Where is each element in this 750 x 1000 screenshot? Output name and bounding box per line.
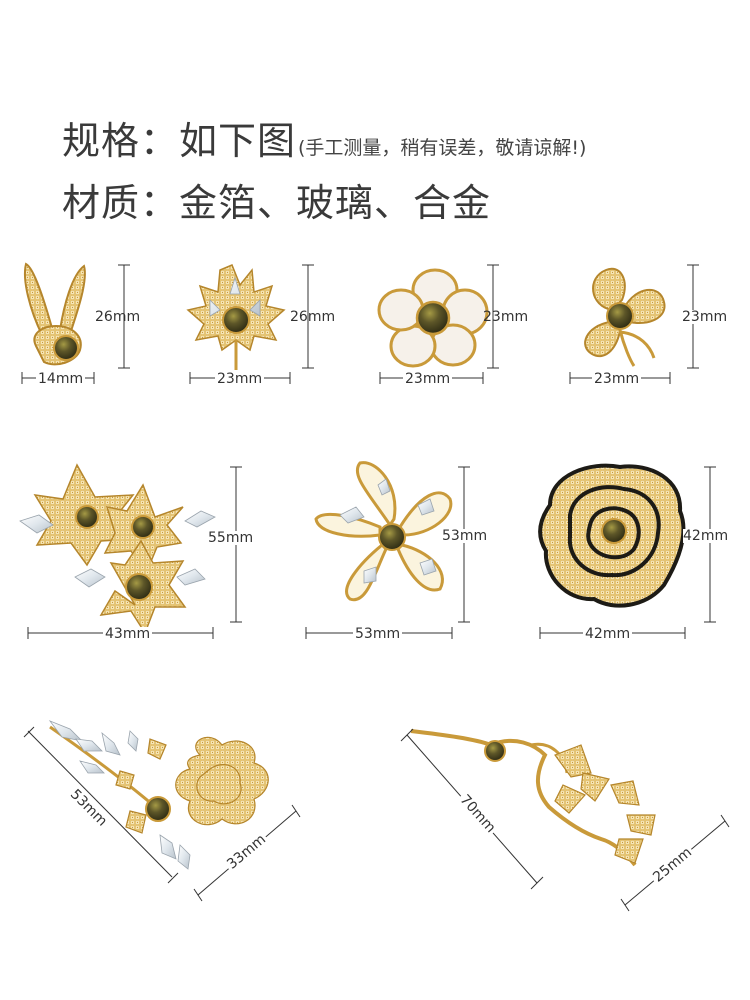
clover-icon — [569, 264, 699, 384]
flower-branch-brooch: 53mm 33mm — [10, 715, 310, 915]
clover-width-label: 23mm — [592, 371, 642, 387]
triple-flower-height-label: 55mm — [208, 530, 254, 546]
rabbit-brooch: 26mm 14mm — [0, 250, 180, 395]
spec-heading: 规格：如下图(手工测量，稍有误差，敬请谅解!) — [62, 110, 586, 165]
white-flower-width-label: 23mm — [403, 371, 453, 387]
pinwheel-stem-brooch: 70mm 25mm — [395, 715, 740, 915]
rabbit-height-label: 26mm — [95, 309, 141, 325]
rabbit-icon — [21, 262, 130, 384]
maple-leaf-icon — [186, 264, 314, 384]
camellia-height-label: 42mm — [683, 528, 729, 544]
filigree-height-label: 53mm — [442, 528, 488, 544]
filigree-width-label: 53mm — [353, 626, 403, 642]
camellia-brooch: 42mm 42mm — [530, 455, 750, 650]
triple-flower-icon — [19, 463, 242, 639]
white-flower-brooch: 23mm 23mm — [365, 250, 545, 395]
triple-flower-brooch: 55mm 43mm — [15, 455, 265, 650]
white-flower-icon — [377, 264, 499, 384]
clover-height-label: 23mm — [682, 309, 728, 325]
material-heading: 材质：金箔、玻璃、合金 — [62, 172, 491, 227]
white-flower-height-label: 23mm — [483, 309, 529, 325]
filigree-flower-brooch: 53mm 53mm — [290, 455, 510, 650]
pinwheel-stem-icon — [400, 728, 730, 912]
clover-brooch: 23mm 23mm — [550, 250, 750, 395]
spec-note: (手工测量，稍有误差，敬请谅解!) — [298, 137, 587, 159]
rabbit-width-label: 14mm — [36, 371, 86, 387]
maple-height-label: 26mm — [290, 309, 336, 325]
camellia-width-label: 42mm — [583, 626, 633, 642]
flower-branch-icon — [23, 720, 301, 902]
maple-leaf-brooch: 26mm 23mm — [180, 250, 360, 395]
filigree-flower-icon — [305, 461, 470, 639]
spec-label: 规格：如下图 — [62, 119, 297, 163]
maple-width-label: 23mm — [215, 371, 265, 387]
triple-flower-width-label: 43mm — [103, 626, 153, 642]
material-label: 材质：金箔、玻璃、合金 — [62, 181, 492, 225]
camellia-icon — [538, 463, 716, 639]
